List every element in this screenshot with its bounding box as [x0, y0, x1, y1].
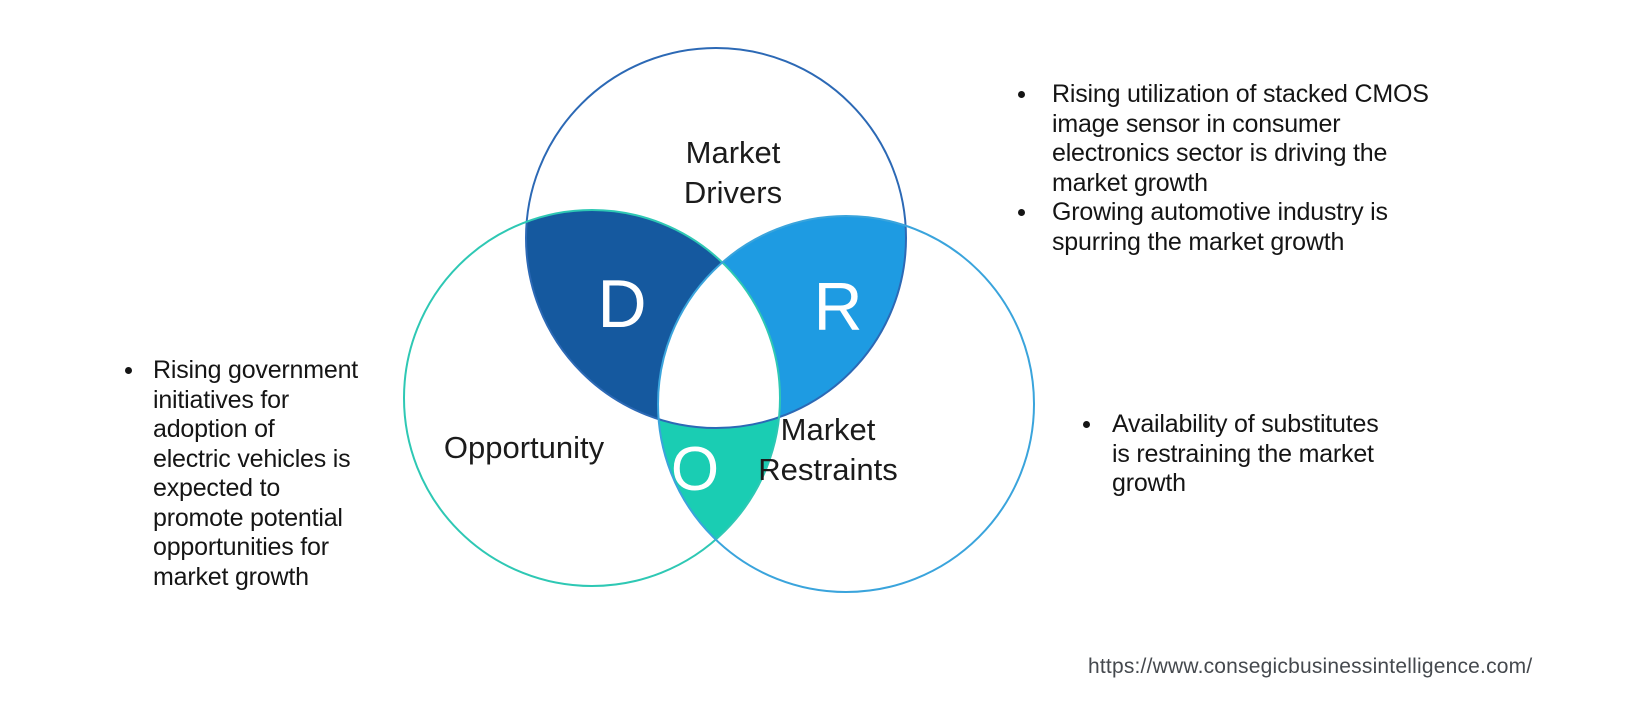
letter-d: D: [597, 266, 646, 342]
drivers-annotation-list: Rising utilization of stacked CMOS image…: [1018, 80, 1498, 257]
label-market-restraints-line1: Market: [781, 412, 876, 447]
drivers-annotation-text-2: Growing automotive industry is spurring …: [1052, 198, 1388, 256]
bullet-icon: [1018, 209, 1025, 216]
circle-opportunity: [403, 209, 781, 587]
bullet-icon: [1018, 91, 1025, 98]
label-opportunity: Opportunity: [444, 430, 605, 465]
list-item: Availability of substitutes is restraini…: [1083, 410, 1503, 499]
list-item: Growing automotive industry is spurring …: [1018, 198, 1498, 257]
lens-triple-overlap: [658, 216, 780, 428]
bullet-icon: [1083, 421, 1090, 428]
bullet-icon: [125, 367, 132, 374]
label-market-drivers-line1: Market: [686, 135, 781, 170]
source-url: https://www.consegicbusinessintelligence…: [1088, 655, 1533, 678]
list-item: Rising utilization of stacked CMOS image…: [1018, 80, 1498, 198]
opportunity-annotation-text: Rising government initiatives for adopti…: [153, 356, 359, 591]
opportunity-annotation-list: Rising government initiatives for adopti…: [125, 356, 455, 592]
restraints-annotation-list: Availability of substitutes is restraini…: [1083, 410, 1503, 499]
label-market-drivers-line2: Drivers: [684, 175, 782, 210]
letter-r: R: [813, 269, 862, 345]
drivers-annotation-text-1: Rising utilization of stacked CMOS image…: [1052, 80, 1429, 197]
circle-market-drivers: [525, 47, 907, 429]
list-item: Rising government initiatives for adopti…: [125, 356, 455, 592]
label-market-restraints-line2: Restraints: [758, 452, 898, 487]
circle-market-restraints: [657, 215, 1035, 593]
letter-o: O: [671, 435, 719, 504]
restraints-annotation-text: Availability of substitutes is restraini…: [1112, 410, 1379, 497]
